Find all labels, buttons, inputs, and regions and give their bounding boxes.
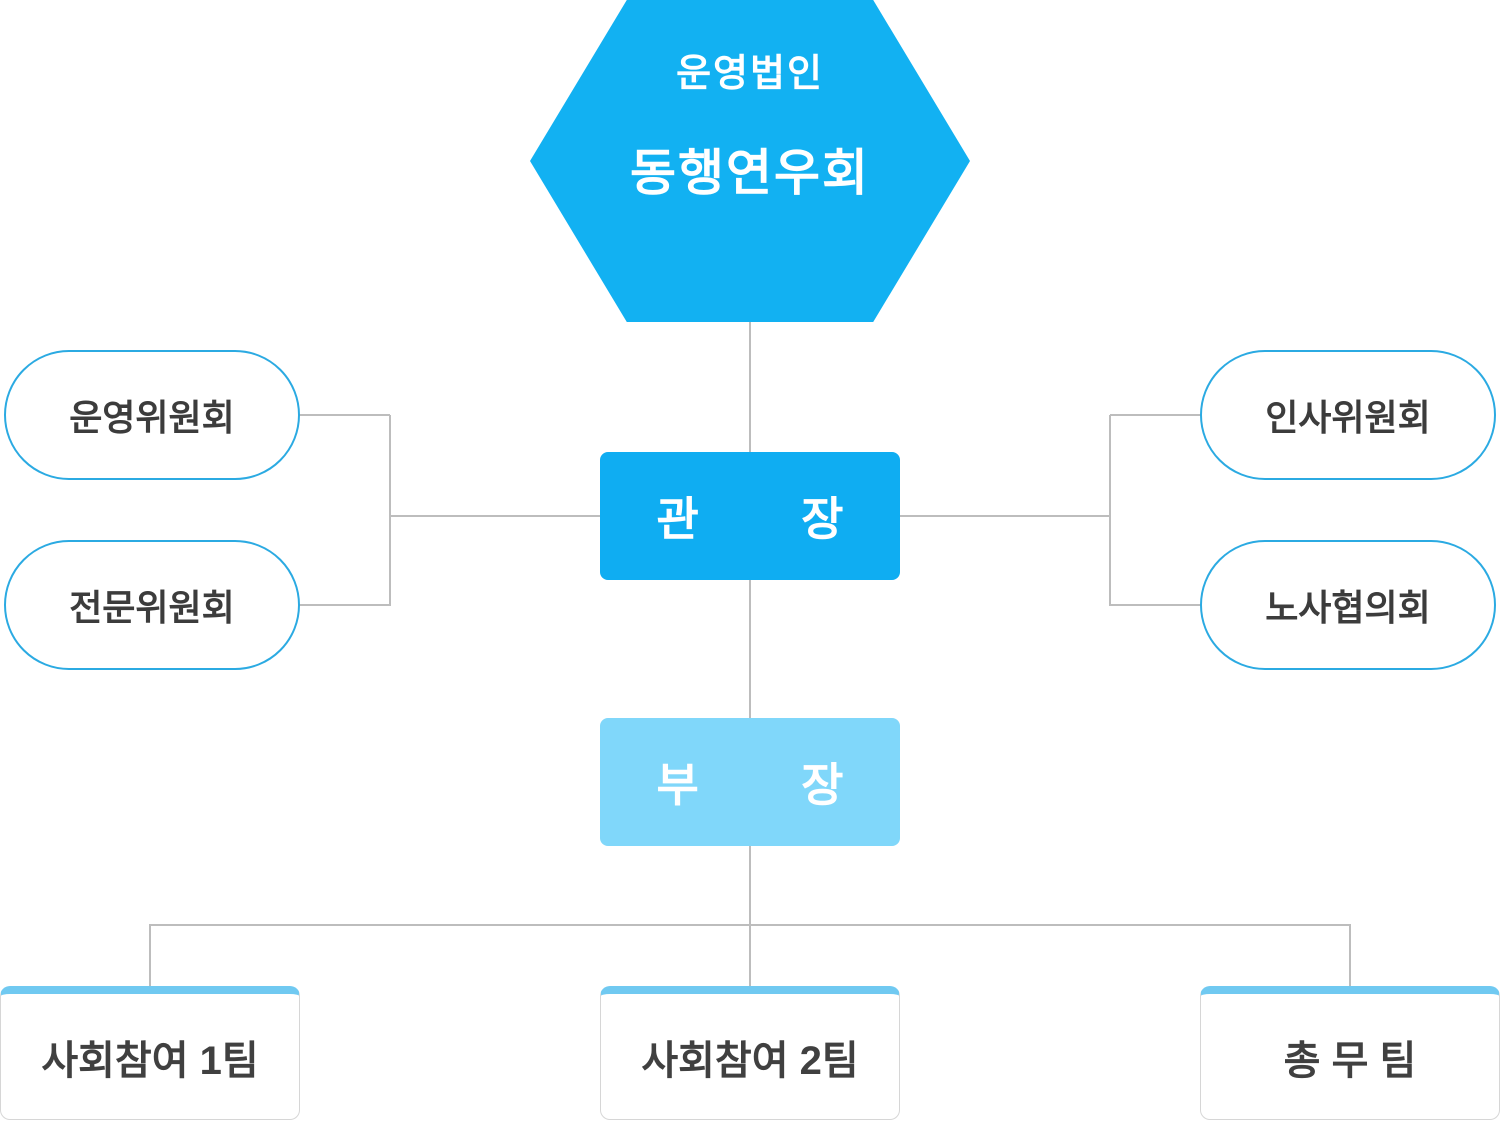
node-team-social-1: 사회참여 1팀 — [0, 986, 300, 1120]
node-team-social-2: 사회참여 2팀 — [600, 986, 900, 1120]
node-hr-committee: 인사위원회 — [1200, 350, 1496, 480]
root-node-title: 동행연우회 — [630, 145, 870, 201]
node-director: 관 장 — [600, 452, 900, 580]
node-team-general-affairs-label: 총 무 팀 — [1283, 1038, 1417, 1083]
node-operating-committee: 운영위원회 — [4, 350, 300, 480]
node-labor-council-label: 노사협의회 — [1265, 587, 1431, 628]
node-operating-committee-label: 운영위원회 — [69, 397, 235, 438]
root-node-subtitle: 운영법인 — [676, 53, 824, 95]
node-manager: 부 장 — [600, 718, 900, 846]
node-expert-committee-label: 전문위원회 — [69, 587, 235, 628]
node-hr-committee-label: 인사위원회 — [1265, 397, 1431, 438]
node-manager-label: 부 장 — [656, 759, 844, 811]
node-expert-committee: 전문위원회 — [4, 540, 300, 670]
node-director-label: 관 장 — [656, 493, 844, 545]
node-labor-council: 노사협의회 — [1200, 540, 1496, 670]
node-team-general-affairs: 총 무 팀 — [1200, 986, 1500, 1120]
node-team-social-2-label: 사회참여 2팀 — [641, 1038, 859, 1083]
root-node-hexagon: 운영법인 동행연우회 — [530, 0, 970, 322]
node-team-social-1-label: 사회참여 1팀 — [41, 1038, 259, 1083]
